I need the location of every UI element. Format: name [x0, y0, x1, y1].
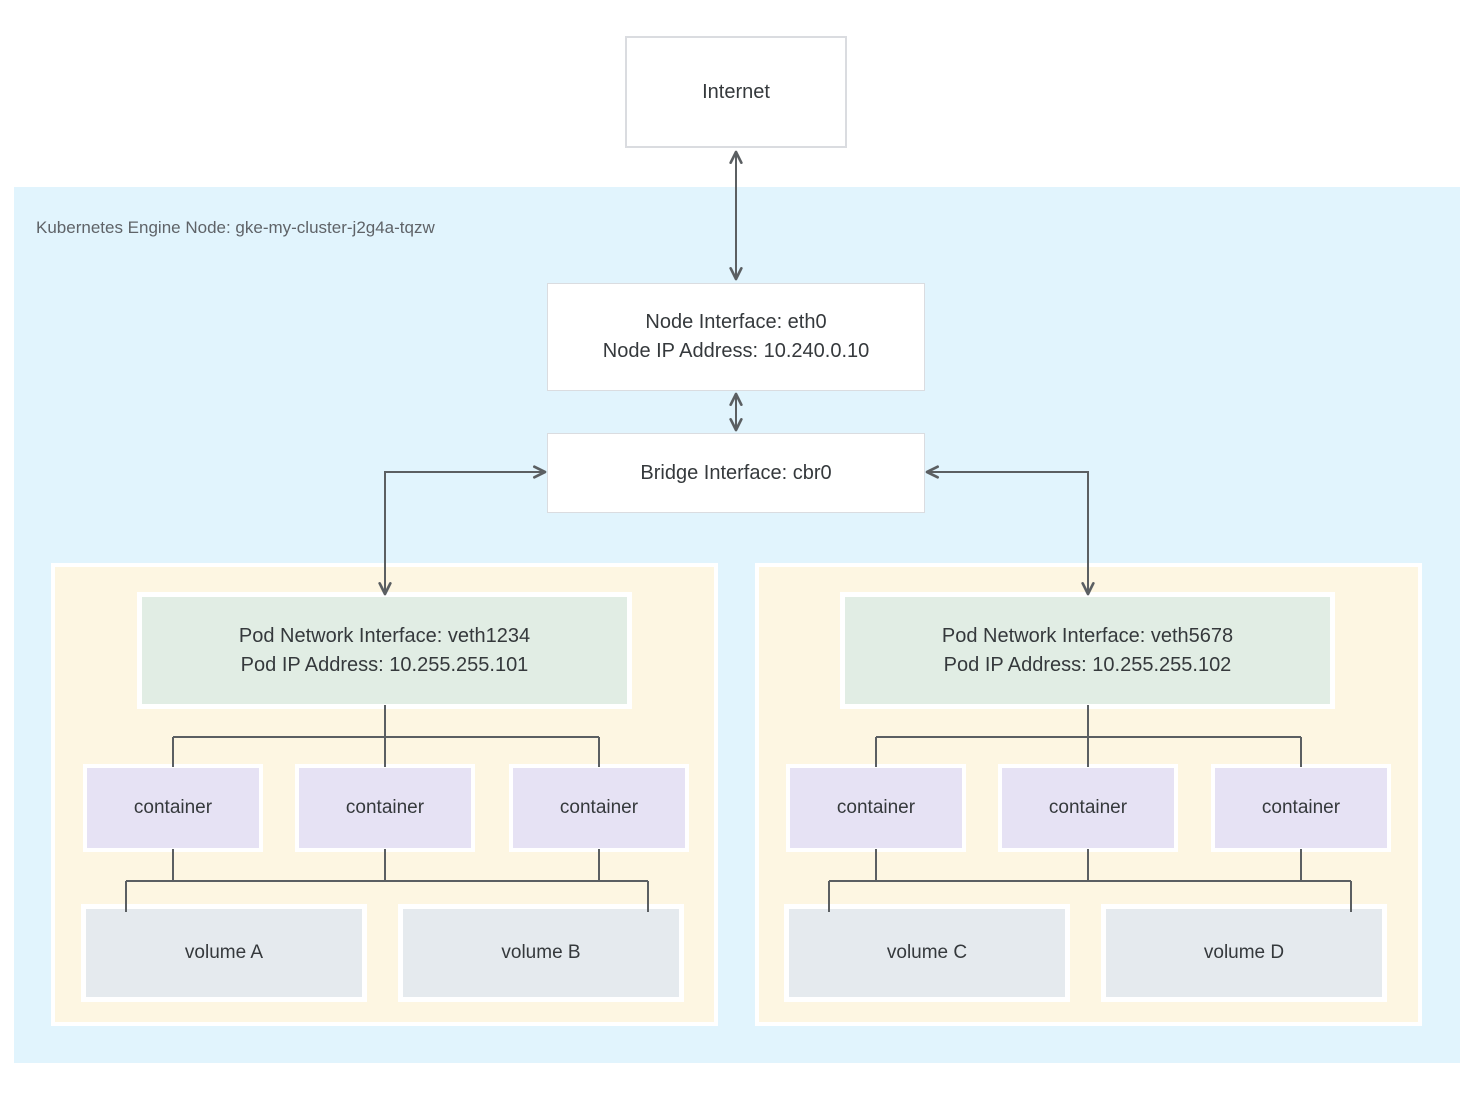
bridge-interface-box: Bridge Interface: cbr0	[547, 433, 925, 513]
pod-2-volume-c: volume C	[784, 904, 1070, 1002]
pod-2-ip-address: Pod IP Address: 10.255.255.102	[943, 653, 1232, 676]
node-interface-box: Node Interface: eth0 Node IP Address: 10…	[547, 283, 925, 391]
pod-1-interface-name: Pod Network Interface: veth1234	[238, 624, 531, 647]
node-interface-name: Node Interface: eth0	[645, 311, 827, 333]
pod-2-volume-d: volume D	[1101, 904, 1387, 1002]
pod-1-volume-b: volume B	[398, 904, 684, 1002]
pod-2-container-1: container	[786, 764, 966, 852]
pod-1-container-3: container	[509, 764, 689, 852]
pod-1-volume-a: volume A	[81, 904, 367, 1002]
internet-label: Internet	[702, 80, 770, 103]
internet-box: Internet	[625, 36, 847, 148]
pod-2-interface-name: Pod Network Interface: veth5678	[941, 624, 1234, 647]
pod-2-container-2: container	[998, 764, 1178, 852]
node-ip-address: Node IP Address: 10.240.0.10	[602, 340, 870, 362]
pod-1-ip-address: Pod IP Address: 10.255.255.101	[240, 653, 529, 676]
pod-1-network-interface-box: Pod Network Interface: veth1234 Pod IP A…	[137, 592, 632, 709]
pod-2-network-interface-box: Pod Network Interface: veth5678 Pod IP A…	[840, 592, 1335, 709]
pod-1-container-2: container	[295, 764, 475, 852]
pod-2-container-3: container	[1211, 764, 1391, 852]
bridge-interface-label: Bridge Interface: cbr0	[640, 461, 832, 484]
cluster-label: Kubernetes Engine Node: gke-my-cluster-j…	[36, 218, 435, 237]
pod-1-container-1: container	[83, 764, 263, 852]
